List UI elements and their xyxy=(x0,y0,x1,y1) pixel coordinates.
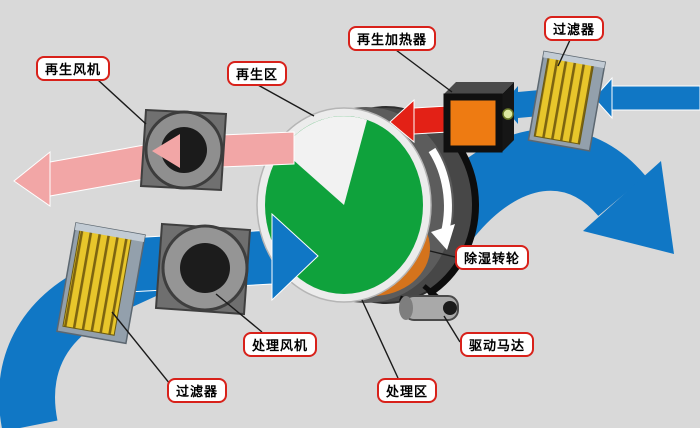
dry-air-outlet-arrow xyxy=(425,128,674,254)
regen-fan xyxy=(139,108,228,192)
label-dehumid-wheel: 除湿转轮 xyxy=(455,245,530,270)
label-drive-motor: 驱动马达 xyxy=(460,332,535,357)
label-filter-bottom: 过滤器 xyxy=(167,378,228,403)
process-filter xyxy=(56,222,146,345)
leader-lines xyxy=(97,39,571,385)
rotation-arrow xyxy=(428,147,455,250)
label-process-fan: 处理风机 xyxy=(243,332,318,357)
hot-air-arrow xyxy=(389,98,449,144)
regen-filter xyxy=(527,50,607,152)
label-regen-fan: 再生风机 xyxy=(36,56,111,81)
label-filter-top: 过滤器 xyxy=(544,16,605,41)
wheel-regen-sector xyxy=(282,116,367,205)
heater-indicator-light xyxy=(502,108,514,120)
label-regen-heater: 再生加热器 xyxy=(348,26,437,51)
process-air-arrowhead xyxy=(271,212,319,302)
drive-motor xyxy=(399,295,459,321)
process-fan xyxy=(154,222,252,316)
label-process-zone: 处理区 xyxy=(377,378,438,403)
label-regen-zone: 再生区 xyxy=(227,61,288,86)
regen-heater xyxy=(443,82,514,153)
moist-air-arrowhead xyxy=(152,134,180,168)
